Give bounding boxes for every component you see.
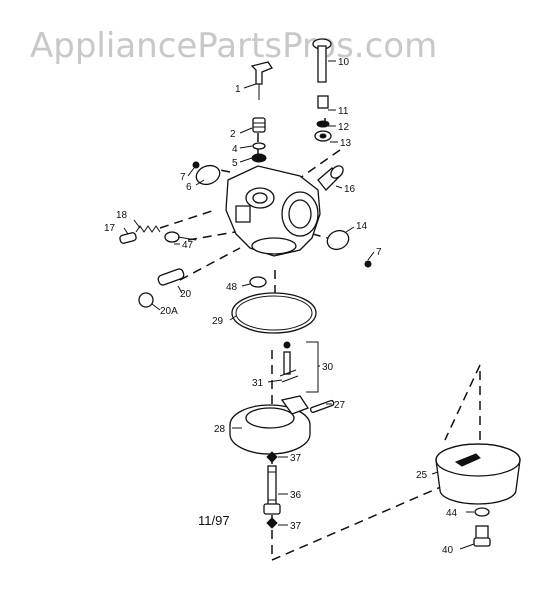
- shaft-seal-part: [252, 117, 266, 133]
- screw-part-a: [192, 161, 200, 169]
- callout-12: 12: [338, 122, 350, 133]
- callout-37a: 37: [290, 453, 302, 464]
- callout-18: 18: [116, 210, 128, 221]
- callout-48: 48: [226, 282, 238, 293]
- callout-25: 25: [416, 470, 428, 481]
- callout-40: 40: [442, 545, 454, 556]
- pin-part: [164, 231, 197, 243]
- callout-7b: 7: [376, 247, 382, 258]
- idle-jet-part: [157, 268, 185, 286]
- welch-plug-part: [138, 292, 154, 308]
- callout-17: 17: [104, 223, 116, 234]
- callout-2: 2: [230, 129, 236, 140]
- washer-37-part-a: [266, 451, 278, 463]
- float-bowl-part: [435, 443, 521, 505]
- callout-6: 6: [186, 182, 192, 193]
- callout-20a: 20A: [160, 306, 178, 317]
- callout-7a: 7: [180, 172, 186, 183]
- choke-shaft-part: [312, 38, 332, 83]
- washer-37-part-b: [266, 517, 278, 529]
- float-part: [229, 395, 311, 455]
- callout-44: 44: [446, 508, 458, 519]
- choke-plate-part: [326, 229, 350, 251]
- inlet-needle-part: [279, 341, 319, 393]
- date-code: 11/97: [198, 513, 230, 528]
- washer-44-part: [474, 507, 490, 517]
- callout-labels: 1 2 4 5 7 6 10 11 12 13 16 14 7 18 17 47…: [104, 57, 458, 556]
- callout-28: 28: [214, 424, 226, 435]
- callout-36: 36: [290, 490, 302, 501]
- washer-part: [252, 142, 266, 150]
- callout-31: 31: [252, 378, 264, 389]
- seal-part: [251, 153, 267, 163]
- carburetor-body-part: [225, 165, 321, 257]
- throttle-shaft-part: [250, 61, 273, 100]
- callout-16: 16: [344, 184, 356, 195]
- throttle-plate-part: [195, 164, 221, 186]
- callout-37b: 37: [290, 521, 302, 532]
- choke-seal-stack: [314, 95, 332, 142]
- callout-20: 20: [180, 289, 192, 300]
- callout-1: 1: [235, 84, 241, 95]
- callout-13: 13: [340, 138, 352, 149]
- callout-14: 14: [356, 221, 368, 232]
- callout-5: 5: [232, 158, 238, 169]
- callout-11: 11: [338, 106, 349, 117]
- idle-screw-part: [119, 225, 161, 244]
- bowl-nut-part: [473, 525, 491, 547]
- leader-lines: [123, 60, 475, 550]
- callout-27: 27: [334, 400, 346, 411]
- callout-30: 30: [322, 362, 334, 373]
- fuel-inlet-part: [317, 165, 344, 191]
- watermark-text: AppliancePartsPros.com: [30, 26, 437, 66]
- callout-4: 4: [232, 144, 238, 155]
- float-pin-part: [309, 399, 335, 414]
- callout-10: 10: [338, 57, 350, 68]
- washer-48-part: [249, 276, 267, 288]
- callout-47: 47: [182, 240, 194, 251]
- screw-part-b: [364, 260, 372, 268]
- main-jet-part: [263, 465, 281, 515]
- callout-29: 29: [212, 316, 224, 327]
